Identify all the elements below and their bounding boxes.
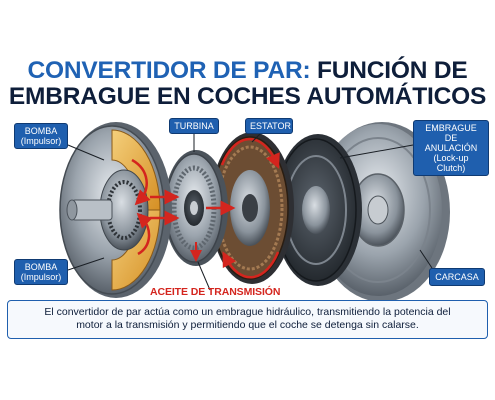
label-carcasa: CARCASA [429, 268, 485, 286]
bomba-component [59, 122, 172, 298]
label-lockup-line-2: ANULACIÓN [424, 143, 478, 153]
title-line-1: CONVERTIDOR DE PAR: FUNCIÓN DE [0, 58, 495, 84]
label-bomba-bottom: BOMBA (Impulsor) [14, 259, 68, 285]
label-lockup-line-1: EMBRAGUE DE [425, 123, 477, 143]
caption-line-2: motor a la transmisión y permitiendo que… [76, 319, 419, 331]
caption-box: El convertidor de par actúa como un embr… [7, 300, 488, 339]
label-bomba-bottom-name: BOMBA [24, 262, 58, 272]
label-aceite: ACEITE DE TRANSMISIÓN [150, 286, 281, 298]
label-bomba-bottom-sub: (Impulsor) [20, 272, 62, 282]
page-title: CONVERTIDOR DE PAR: FUNCIÓN DE EMBRAGUE … [0, 58, 495, 110]
label-lockup-clutch: EMBRAGUE DE ANULACIÓN (Lock-up Clutch) [413, 120, 489, 176]
label-bomba-top: BOMBA (Impulsor) [14, 123, 68, 149]
label-lockup-line-3: (Lock-up Clutch) [433, 153, 469, 173]
label-bomba-top-name: BOMBA [24, 126, 58, 136]
oil-flow-arrows [150, 189, 236, 262]
title-line-2: EMBRAGUE EN COCHES AUTOMÁTICOS [8, 83, 487, 110]
title-rest: FUNCIÓN DE [310, 57, 468, 84]
turbina-component [164, 150, 228, 266]
title-accent: CONVERTIDOR DE PAR: [27, 57, 311, 84]
label-bomba-top-sub: (Impulsor) [20, 136, 62, 146]
estator-component [210, 132, 294, 284]
label-turbina: TURBINA [169, 118, 219, 134]
caption-line-1: El convertidor de par actúa como un embr… [44, 306, 451, 318]
leader-lines [67, 131, 433, 291]
label-estator: ESTATOR [245, 118, 293, 134]
